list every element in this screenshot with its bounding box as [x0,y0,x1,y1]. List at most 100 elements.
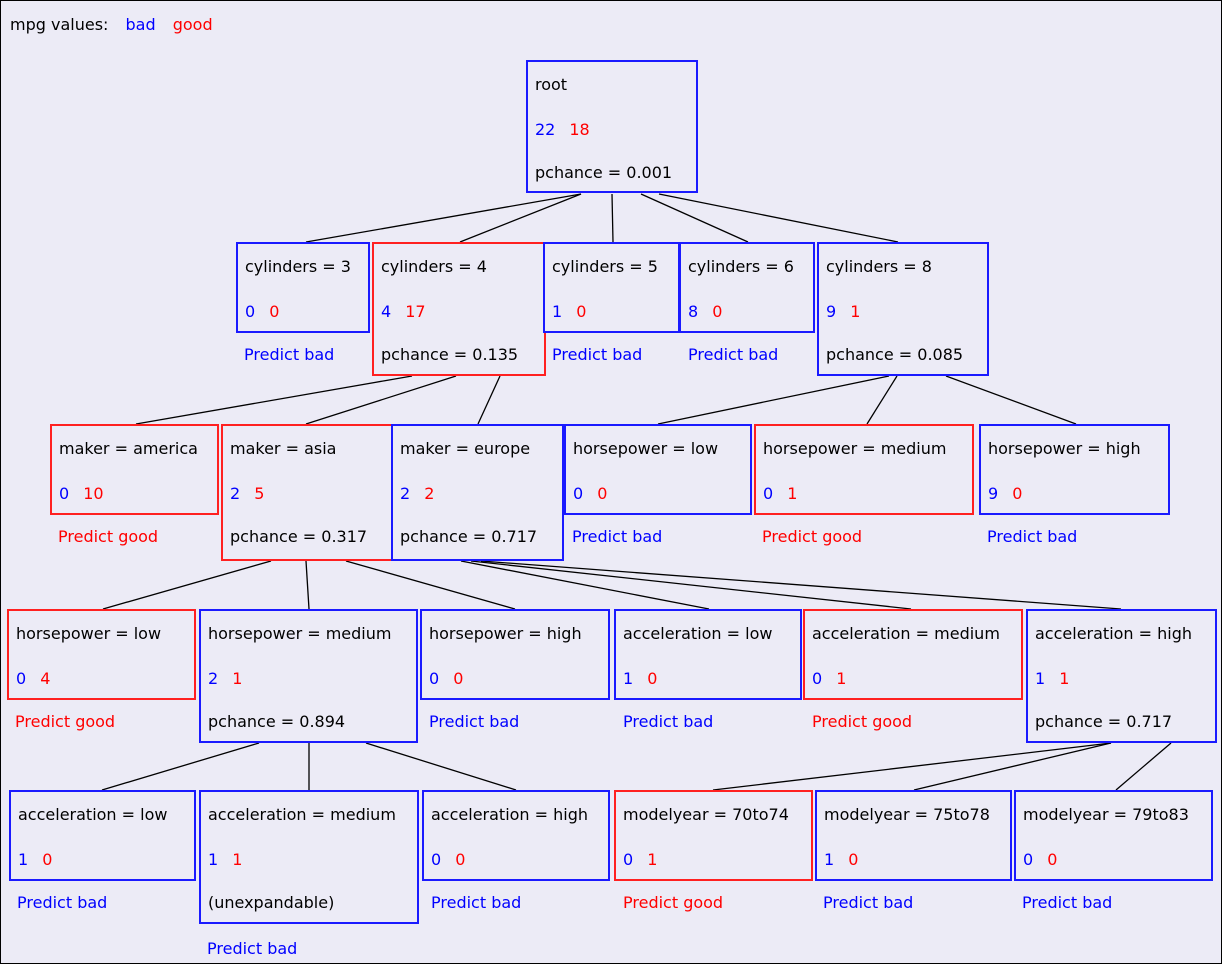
bad-count: 0 [431,850,442,869]
bad-count: 0 [1023,850,1034,869]
good-count: 0 [712,302,723,321]
prediction-label: Predict good [623,893,724,912]
prediction-label: Predict good [58,527,159,546]
node-pchance: pchance = 0.317 [230,527,368,546]
tree-edge-m-asia-to-hpA-high [345,560,516,610]
tree-edge-cyl4-to-m-europe [477,375,501,425]
tree-edge-m-europe-to-accE-med [470,560,912,610]
node-pchance: pchance = 0.717 [400,527,538,546]
node-title: horsepower = high [988,439,1141,458]
good-count: 1 [836,669,847,688]
good-count: 1 [850,302,861,321]
good-count: 1 [1059,669,1070,688]
bad-count: 1 [824,850,835,869]
tree-edge-m-asia-to-hpA-med [305,560,310,610]
node-title: horsepower = medium [763,439,947,458]
good-count: 0 [576,302,587,321]
node-title: acceleration = low [623,624,773,643]
good-count: 0 [455,850,466,869]
bad-count: 0 [573,484,584,503]
bad-count: 0 [59,484,70,503]
bad-count: 2 [230,484,241,503]
prediction-label: Predict bad [987,527,1078,546]
prediction-label: Predict bad [552,345,643,364]
bad-count: 8 [688,302,699,321]
node-title: cylinders = 8 [826,257,932,276]
node-pchance: pchance = 0.717 [1035,712,1173,731]
tree-edge-root-to-cyl6 [640,193,749,243]
good-count: 0 [647,669,658,688]
node-pchance: pchance = 0.085 [826,345,964,364]
node-title: horsepower = high [429,624,582,643]
tree-edge-cyl4-to-m-asia [305,375,457,425]
node-title: root [535,75,568,94]
node-pchance: pchance = 0.894 [208,712,346,731]
tree-edge-m-europe-to-accE-low [460,560,710,610]
prediction-label: Predict bad [1022,893,1113,912]
bad-count: 2 [400,484,411,503]
node-title: cylinders = 3 [245,257,351,276]
bad-count: 1 [1035,669,1046,688]
tree-edge-cyl8-to-hp8-high [945,375,1077,425]
prediction-label: Predict bad [207,939,298,958]
node-title: maker = europe [400,439,531,458]
bad-count: 1 [18,850,29,869]
prediction-label: Predict good [762,527,863,546]
bad-count: 22 [535,120,556,139]
good-count: 0 [1012,484,1023,503]
prediction-label: Predict bad [688,345,779,364]
node-title: acceleration = medium [208,805,396,824]
node-title: horsepower = low [16,624,162,643]
bad-count: 4 [381,302,392,321]
node-pchance: pchance = 0.135 [381,345,519,364]
bad-count: 0 [812,669,823,688]
tree-edge-accE-high-to-my-79to83 [1115,742,1172,791]
good-count: 2 [424,484,435,503]
bad-count: 0 [623,850,634,869]
good-count: 1 [647,850,658,869]
bad-count: 0 [245,302,256,321]
bad-count: 1 [208,850,219,869]
